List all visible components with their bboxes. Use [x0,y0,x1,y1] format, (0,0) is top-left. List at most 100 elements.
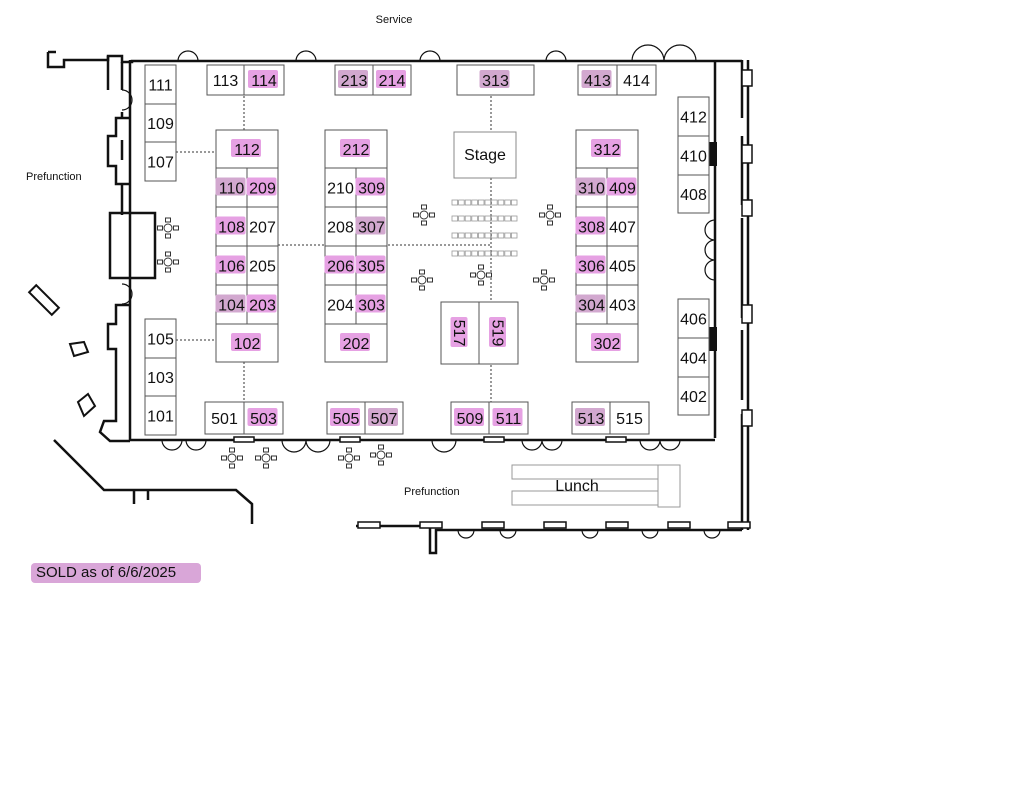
sold-highlight [368,408,398,426]
booth-number: 213 [341,73,368,90]
booth-306[interactable]: 306 [575,245,608,286]
booth-405[interactable]: 405 [606,245,639,286]
booth-110[interactable]: 110 [215,167,248,208]
booth-407[interactable]: 407 [606,206,639,247]
booth-114[interactable]: 114 [243,64,285,96]
booth-number: 309 [358,181,385,198]
seat [464,250,472,257]
booth-203[interactable]: 203 [246,284,279,325]
booth-103[interactable]: 103 [144,357,177,397]
booth-102[interactable]: 102 [215,323,279,363]
booth-404[interactable]: 404 [677,337,710,378]
booth-outline [144,357,177,397]
booth-205[interactable]: 205 [246,245,279,286]
booth-outline [324,206,357,247]
booth-number: 310 [578,181,605,198]
sold-highlight [215,294,246,313]
booth-402[interactable]: 402 [677,376,710,416]
booth-214[interactable]: 214 [372,64,412,96]
booth-312[interactable]: 312 [575,129,639,169]
booth-513[interactable]: 513 [571,401,611,435]
stage-label: Stage [464,147,506,164]
booth-number: 103 [147,370,174,387]
seat [510,199,518,206]
booth-303[interactable]: 303 [355,284,388,325]
booth-414[interactable]: 414 [616,64,657,96]
booth-213[interactable]: 213 [334,64,374,96]
booth-number: 112 [234,142,260,159]
sold-highlight [575,177,606,196]
booth-207[interactable]: 207 [246,206,279,247]
booth-309[interactable]: 309 [355,167,388,208]
cocktail-table [370,444,392,466]
booth-409[interactable]: 409 [606,167,639,208]
booth-413[interactable]: 413 [577,64,618,96]
sold-highlight [454,408,484,426]
booth-113[interactable]: 113 [206,64,245,96]
booth-109[interactable]: 109 [144,103,177,143]
booth-406[interactable]: 406 [677,298,710,339]
booth-313[interactable]: 313 [456,64,535,96]
booth-outline [324,284,357,325]
sold-highlight [355,294,386,313]
booth-202[interactable]: 202 [324,323,388,363]
booth-number: 106 [218,259,245,276]
booth-517[interactable]: 517 [440,301,480,365]
booth-212[interactable]: 212 [324,129,388,169]
seat [484,199,491,206]
cocktail-table [413,204,435,226]
booth-515[interactable]: 515 [609,401,650,435]
booth-number: 108 [218,220,245,237]
sold-highlight [215,255,246,274]
seat [504,250,511,257]
booth-209[interactable]: 209 [246,167,279,208]
booth-number: 515 [616,411,643,428]
booth-outline [144,318,177,359]
booth-503[interactable]: 503 [243,401,284,435]
sold-highlight [246,177,277,196]
booth-number: 517 [450,320,467,347]
booth-106[interactable]: 106 [215,245,248,286]
booth-509[interactable]: 509 [450,401,490,435]
booth-number: 505 [333,411,360,428]
seat [477,232,485,239]
booth-204[interactable]: 204 [324,284,357,325]
booth-511[interactable]: 511 [488,401,529,435]
booth-208[interactable]: 208 [324,206,357,247]
booth-408[interactable]: 408 [677,174,710,214]
booth-112[interactable]: 112 [215,129,279,169]
booth-outline [144,141,177,182]
booth-111[interactable]: 111 [144,64,177,105]
booth-304[interactable]: 304 [575,284,608,325]
lunch-label: Lunch [555,478,599,495]
seat [477,250,485,257]
booth-number: 207 [249,220,276,237]
booth-101[interactable]: 101 [144,395,177,436]
booth-105[interactable]: 105 [144,318,177,359]
booth-104[interactable]: 104 [215,284,248,325]
booth-number: 312 [594,142,621,159]
booth-302[interactable]: 302 [575,323,639,363]
booth-108[interactable]: 108 [215,206,248,247]
sold-highlight [606,177,637,196]
booth-305[interactable]: 305 [355,245,388,286]
booth-307[interactable]: 307 [355,206,388,247]
booth-107[interactable]: 107 [144,141,177,182]
booth-308[interactable]: 308 [575,206,608,247]
booth-412[interactable]: 412 [677,96,710,137]
booth-310[interactable]: 310 [575,167,608,208]
booth-507[interactable]: 507 [364,401,404,435]
booth-outline [246,245,279,286]
booth-410[interactable]: 410 [677,135,710,176]
booth-210[interactable]: 210 [324,167,357,208]
booth-519[interactable]: 519 [478,301,519,365]
booth-505[interactable]: 505 [326,401,366,435]
cocktail-table [157,217,179,239]
booth-206[interactable]: 206 [324,245,357,286]
booth-number: 313 [482,73,509,90]
booth-501[interactable]: 501 [204,401,245,435]
booth-403[interactable]: 403 [606,284,639,325]
cocktail-table [157,251,179,273]
seat [471,250,478,257]
booth-number: 412 [680,110,707,127]
